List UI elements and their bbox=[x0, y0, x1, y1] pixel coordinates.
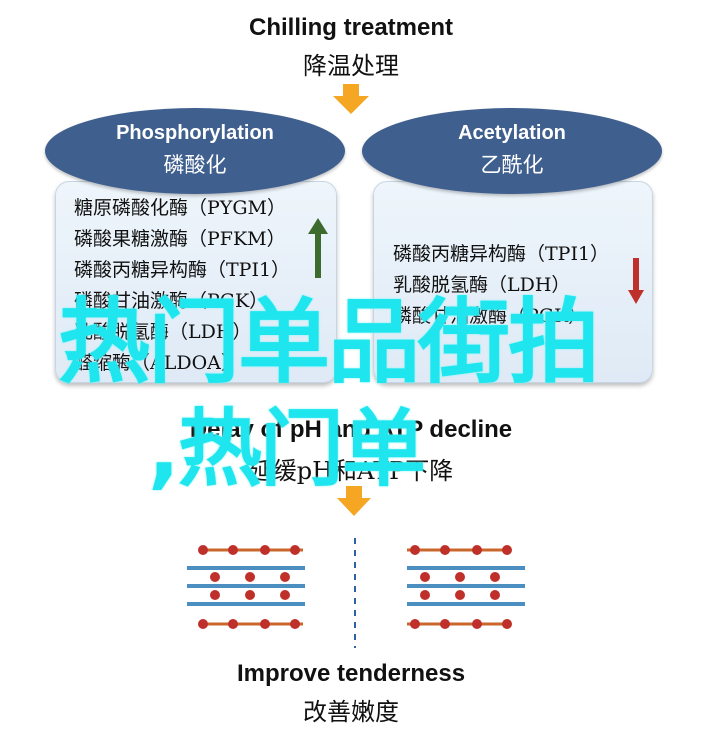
left-item: 醛缩酶（ALDOA） bbox=[74, 352, 240, 374]
left-item: 乳酸脱氢酶（LDH） bbox=[74, 321, 252, 343]
middle-title-en: Delay of pH and ATP decline bbox=[189, 416, 513, 443]
decrease-arrow-icon bbox=[628, 258, 644, 304]
header-title-en: Chilling treatment bbox=[248, 14, 453, 41]
right-item: 磷酸甘油激酶（PGK） bbox=[393, 305, 588, 327]
middle-title-cn: 延缓pH和ATP下降 bbox=[248, 457, 454, 485]
footer-title-cn: 改善嫩度 bbox=[303, 698, 399, 726]
left-item: 磷酸甘油激酶（PGK） bbox=[74, 290, 269, 312]
down-arrow-icon bbox=[337, 486, 371, 516]
left-item: 糖原磷酸化酶（PYGM） bbox=[74, 197, 286, 219]
acetylation-panel bbox=[373, 181, 653, 383]
acetylation-title-en: Acetylation bbox=[458, 122, 566, 144]
down-arrow-icon bbox=[333, 84, 369, 114]
phosphorylation-title-cn: 磷酸化 bbox=[163, 153, 227, 177]
left-item: 磷酸果糖激酶（PFKM） bbox=[74, 228, 286, 250]
muscle-fiber-diagram bbox=[175, 538, 535, 648]
phosphorylation-title-en: Phosphorylation bbox=[116, 122, 274, 144]
phosphorylation-panel bbox=[55, 181, 337, 383]
right-item: 乳酸脱氢酶（LDH） bbox=[393, 274, 571, 296]
footer-title-en: Improve tenderness bbox=[236, 660, 466, 687]
left-item: 磷酸丙糖异构酶（TPI1） bbox=[74, 259, 291, 281]
watermark-line-2: ,热门单 bbox=[148, 400, 426, 498]
acetylation-title-cn: 乙酰化 bbox=[480, 153, 544, 177]
phosphorylation-ellipse: Phosphorylation 磷酸化 bbox=[45, 108, 345, 194]
header-title-cn: 降温处理 bbox=[303, 52, 399, 80]
watermark-line-1: 热门单品街拍 bbox=[58, 289, 600, 396]
right-item: 磷酸丙糖异构酶（TPI1） bbox=[393, 243, 610, 265]
acetylation-ellipse: Acetylation 乙酰化 bbox=[362, 108, 662, 194]
increase-arrow-icon bbox=[308, 218, 328, 278]
